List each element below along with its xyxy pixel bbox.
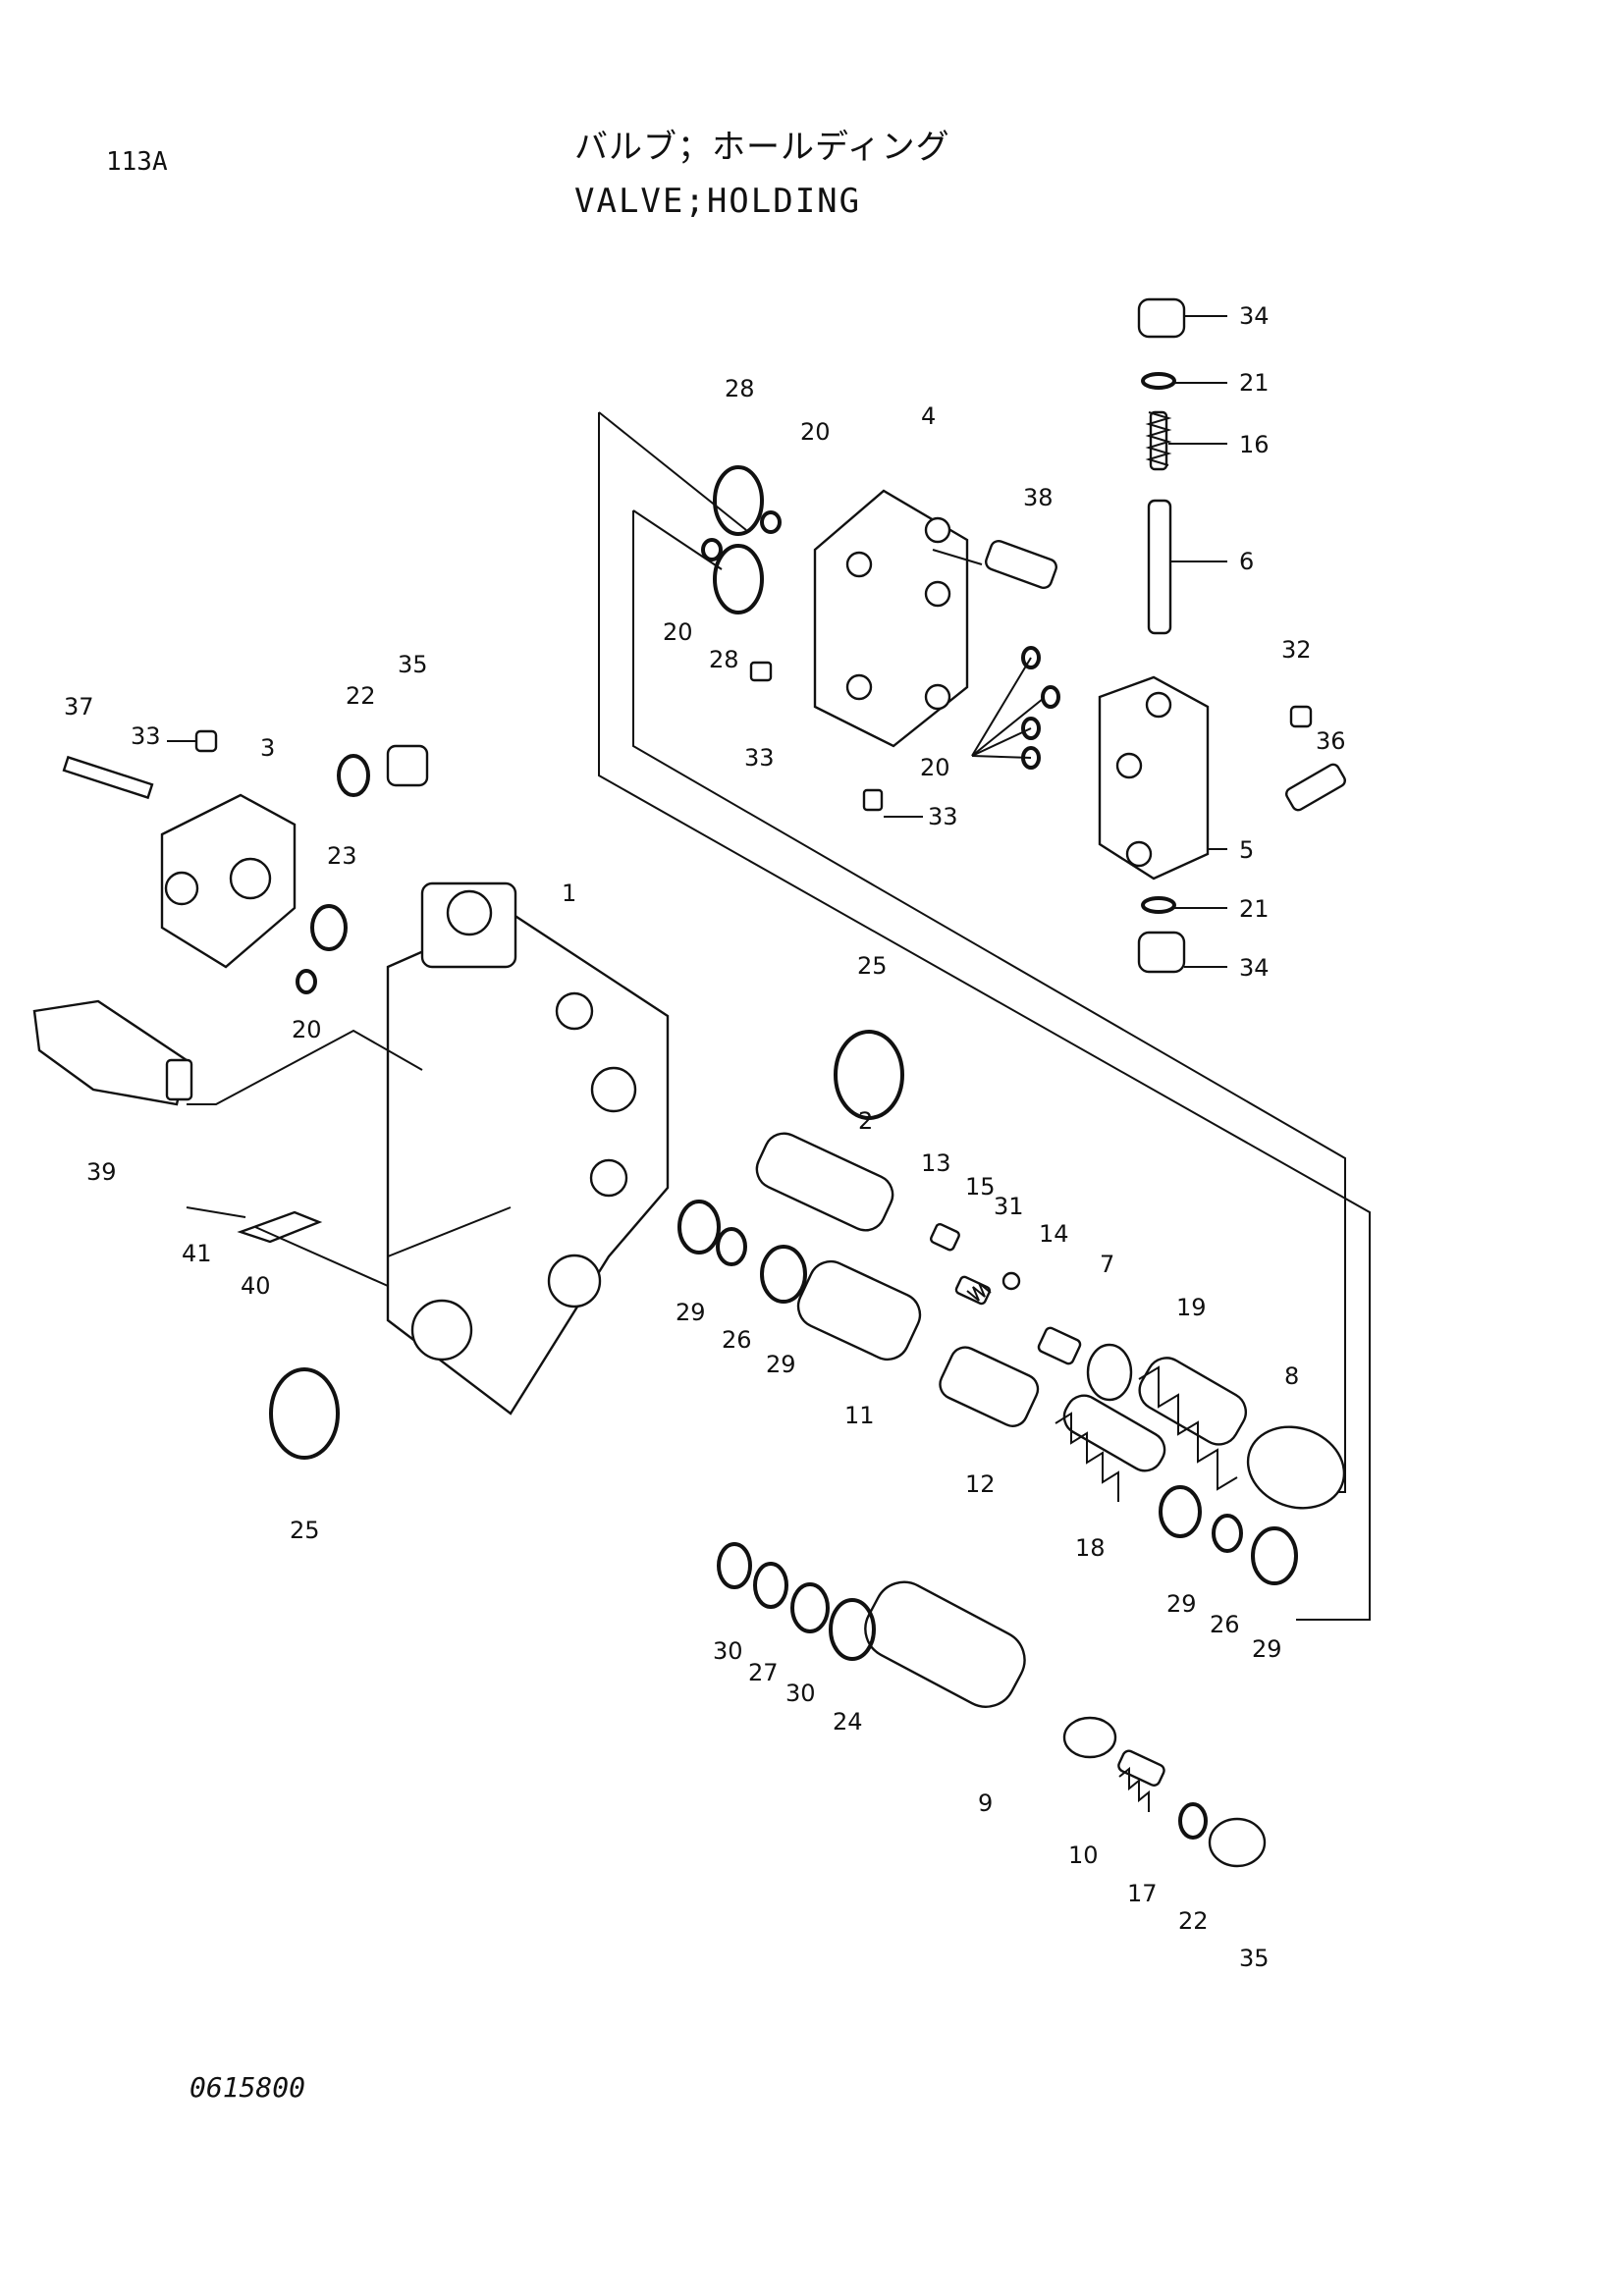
callout-29d: 29 [1252, 1635, 1282, 1663]
callout-29a: 29 [676, 1299, 706, 1326]
title-english: VALVE;HOLDING [574, 182, 862, 221]
callout-7: 7 [1100, 1251, 1114, 1278]
callout-30a: 30 [713, 1637, 743, 1665]
callout-5: 5 [1239, 836, 1254, 864]
valve-body-part-1 [386, 881, 670, 1415]
assembly-frame-lines [598, 411, 1371, 1621]
callout-9: 9 [978, 1789, 993, 1817]
leader-lines [167, 315, 1227, 968]
block-part-4 [749, 489, 1057, 812]
callout-33a: 33 [131, 722, 161, 750]
callout-34a: 34 [1239, 302, 1270, 330]
fitting-part-39 [32, 999, 423, 1106]
block-part-5 [1098, 675, 1346, 881]
callout-17: 17 [1127, 1880, 1158, 1907]
callout-30b: 30 [785, 1680, 816, 1707]
callout-35b: 35 [1239, 1945, 1270, 1972]
callout-11: 11 [844, 1402, 875, 1429]
callout-24: 24 [833, 1708, 863, 1735]
callout-12: 12 [965, 1470, 996, 1498]
spool-and-insert-stack [755, 1132, 1346, 1868]
block-part-3 [62, 729, 429, 969]
drawing-number: 0615800 [189, 2071, 306, 2104]
callout-28b: 28 [709, 646, 739, 673]
callout-21b: 21 [1239, 895, 1270, 923]
callout-14: 14 [1039, 1220, 1069, 1248]
callout-37: 37 [64, 693, 94, 721]
callout-3: 3 [260, 734, 275, 762]
callout-32: 32 [1281, 636, 1312, 664]
callout-33c: 33 [928, 803, 958, 830]
callout-labels: 1 2 3 4 5 6 7 8 9 10 11 12 13 14 15 16 1… [64, 302, 1346, 1972]
callout-6: 6 [1239, 548, 1254, 575]
callout-28a: 28 [725, 375, 755, 402]
callout-26b: 26 [1210, 1611, 1240, 1638]
callout-20b: 20 [663, 618, 693, 646]
callout-23: 23 [327, 842, 357, 870]
callout-25a: 25 [857, 952, 888, 980]
plate-part-40 [186, 1206, 389, 1287]
callout-33b: 33 [744, 744, 775, 772]
callout-39: 39 [86, 1158, 117, 1186]
callout-8: 8 [1284, 1362, 1299, 1390]
title-japanese: バルブ；ホールディング [574, 128, 950, 167]
page-id: 113A [106, 147, 168, 177]
callout-20d: 20 [292, 1016, 322, 1043]
callout-15: 15 [965, 1173, 996, 1201]
callout-13: 13 [921, 1149, 951, 1177]
callout-34b: 34 [1239, 954, 1270, 982]
callout-10: 10 [1068, 1842, 1099, 1869]
callout-19: 19 [1176, 1294, 1207, 1321]
callout-25b: 25 [290, 1517, 320, 1544]
callout-26a: 26 [722, 1326, 752, 1354]
callout-1: 1 [562, 880, 576, 907]
callout-21a: 21 [1239, 369, 1270, 397]
callout-29c: 29 [1166, 1590, 1197, 1618]
callout-18: 18 [1075, 1534, 1106, 1562]
top-stack-parts [1137, 297, 1186, 974]
callout-22b: 22 [1178, 1907, 1209, 1935]
callout-16: 16 [1239, 431, 1270, 458]
callout-38: 38 [1023, 484, 1054, 511]
callout-41: 41 [182, 1240, 212, 1267]
callout-31: 31 [994, 1193, 1024, 1220]
callout-29b: 29 [766, 1351, 796, 1378]
callout-2: 2 [858, 1107, 873, 1135]
callout-35a: 35 [398, 651, 428, 678]
callout-20a: 20 [800, 418, 831, 446]
callout-40: 40 [241, 1272, 271, 1300]
o-rings [269, 465, 1298, 1840]
callout-20c: 20 [920, 754, 950, 781]
callout-27: 27 [748, 1659, 779, 1686]
callout-22a: 22 [346, 682, 376, 710]
callout-36: 36 [1316, 727, 1346, 755]
springs [966, 411, 1238, 1812]
callout-4: 4 [921, 402, 936, 430]
